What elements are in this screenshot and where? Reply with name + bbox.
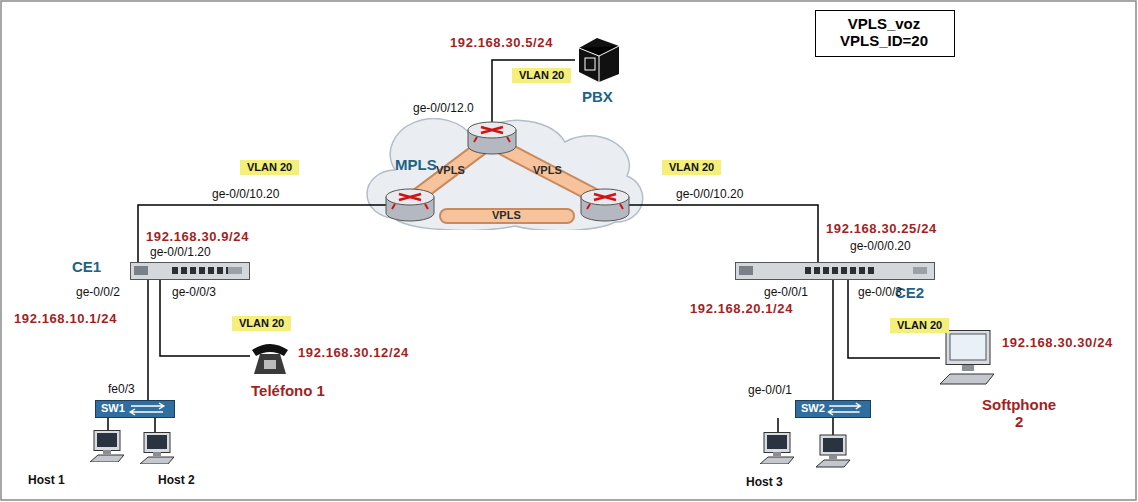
node-label: Host 2 [158,474,195,488]
ip-address: 192.168.30.25/24 [826,222,937,237]
pc-icon [90,430,124,462]
network-link [492,60,575,118]
network-link [665,205,818,262]
phone-node: Teléfono 1 [250,336,290,376]
port-name: ge-0/0/10.20 [676,188,743,202]
ce-icon [735,262,935,280]
node-label: Host 1 [28,474,65,488]
port-name: ge-0/0/3 [858,286,902,300]
node-label: MPLS [395,156,437,173]
ip-address: 192.168.20.1/24 [690,302,793,317]
port-name: ge-0/0/12.0 [413,102,474,116]
sw-node: SW2 [795,400,871,418]
node-label: SW2 [801,402,825,415]
tunnel-label: VPLS [533,164,562,177]
network-link [154,418,156,432]
vlan-tag: VLAN 20 [512,68,571,83]
node-label: PBX [582,88,613,105]
port-name: ge-0/0/1 [748,384,792,398]
network-link [147,280,149,400]
port-name: ge-0/0/3 [172,286,216,300]
node-label: Host 3 [746,476,783,490]
soft-node: Softphone 2 [940,330,994,386]
ip-address: 192.168.10.1/24 [14,312,117,327]
sw-node: SW1 [95,400,175,418]
pc-node: Host 1 [90,430,124,462]
ce-node: CE2 [735,262,935,280]
network-link [138,205,355,262]
node-label: Softphone 2 [982,396,1056,431]
network-link [107,418,109,430]
ip-address: 192.168.30.12/24 [298,346,409,361]
tunnel-label: VPLS [492,209,521,222]
soft-icon [940,330,994,386]
tunnel-label: VPLS [436,164,465,177]
port-name: ge-0/0/1.20 [150,246,211,260]
network-link [777,418,779,432]
wire [832,418,834,437]
pc-icon [140,432,174,464]
vlan-tag: VLAN 20 [890,318,949,333]
pc-node: Host 2 [140,432,174,464]
pc-icon [816,435,850,467]
network-link [832,280,834,400]
ce-node: CE1 [130,262,250,280]
ip-address: 192.168.30.9/24 [146,230,249,245]
port-name: ge-0/0/0.20 [850,240,911,254]
node-label: Teléfono 1 [248,382,328,399]
ip-address: 192.168.30.5/24 [450,36,553,51]
info-box: VPLS_voz VPLS_ID=20 [815,10,955,57]
port-name: fe0/3 [108,383,135,397]
vlan-tag: VLAN 20 [232,316,291,331]
vlan-tag: VLAN 20 [662,160,721,175]
vlan-tag: VLAN 20 [240,160,299,175]
ip-address: 192.168.30.30/24 [1002,336,1113,351]
pc-icon [760,432,794,464]
phone-icon [250,336,290,376]
node-label: VPLS_voz VPLS_ID=20 [828,15,940,50]
pbx-icon [575,36,621,84]
port-name: ge-0/0/10.20 [212,188,279,202]
port-name: ge-0/0/2 [76,286,120,300]
node-label: SW1 [101,402,125,415]
ce-icon [130,262,250,280]
node-label: CE1 [72,258,101,275]
port-name: ge-0/0/1 [764,286,808,300]
pbx-node: PBX [575,36,621,84]
pc-node: Host 3 [760,432,794,464]
